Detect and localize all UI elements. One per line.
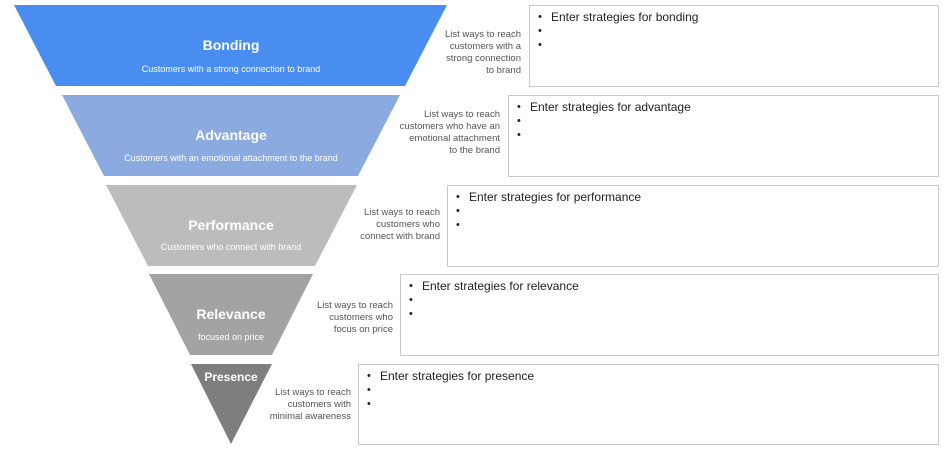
advantage-strategies-box[interactable]: Enter strategies for advantage	[508, 95, 939, 177]
tier-presence-shape	[191, 364, 272, 444]
tier-relevance-title: Relevance	[196, 306, 266, 322]
tier-performance-shape	[106, 185, 357, 266]
advantage-strategy-item[interactable]: Enter strategies for advantage	[517, 100, 938, 114]
performance-strategy-item[interactable]	[456, 204, 938, 218]
relevance-strategies-box[interactable]: Enter strategies for relevance	[400, 274, 939, 356]
relevance-strategy-item[interactable]	[409, 293, 938, 307]
bonding-strategy-item[interactable]: Enter strategies for bonding	[538, 10, 938, 24]
tier-performance-subtitle: Customers who connect with brand	[160, 242, 302, 252]
presence-strategy-item[interactable]	[367, 383, 938, 397]
tier-relevance-subtitle: focused on price	[197, 332, 265, 342]
tier-relevance-shape	[149, 274, 313, 355]
bonding-strategy-item[interactable]	[538, 24, 938, 38]
bonding-strategy-item[interactable]	[538, 38, 938, 52]
tier-bonding-subtitle: Customers with a strong connection to br…	[141, 64, 321, 74]
tier-bonding-shape	[14, 5, 447, 86]
performance-strategies-box[interactable]: Enter strategies for performance	[447, 185, 939, 267]
tier-performance-title: Performance	[188, 217, 274, 233]
advantage-strategy-item[interactable]	[517, 128, 938, 142]
advantage-strategy-item[interactable]	[517, 114, 938, 128]
relevance-strategy-item[interactable]: Enter strategies for relevance	[409, 279, 938, 293]
tier-advantage-subtitle: Customers with an emotional attachment t…	[124, 153, 338, 163]
tier-presence-title: Presence	[204, 370, 258, 384]
presence-strategies-box[interactable]: Enter strategies for presence	[358, 364, 939, 445]
performance-strategy-item[interactable]	[456, 218, 938, 232]
tier-advantage-title: Advantage	[195, 127, 267, 143]
relevance-strategy-item[interactable]	[409, 307, 938, 321]
performance-strategy-item[interactable]: Enter strategies for performance	[456, 190, 938, 204]
bonding-strategies-box[interactable]: Enter strategies for bonding	[529, 5, 939, 87]
presence-strategy-item[interactable]	[367, 397, 938, 411]
presence-strategy-item[interactable]: Enter strategies for presence	[367, 369, 938, 383]
tier-bonding-title: Bonding	[202, 37, 260, 53]
tier-advantage-shape	[62, 95, 400, 176]
